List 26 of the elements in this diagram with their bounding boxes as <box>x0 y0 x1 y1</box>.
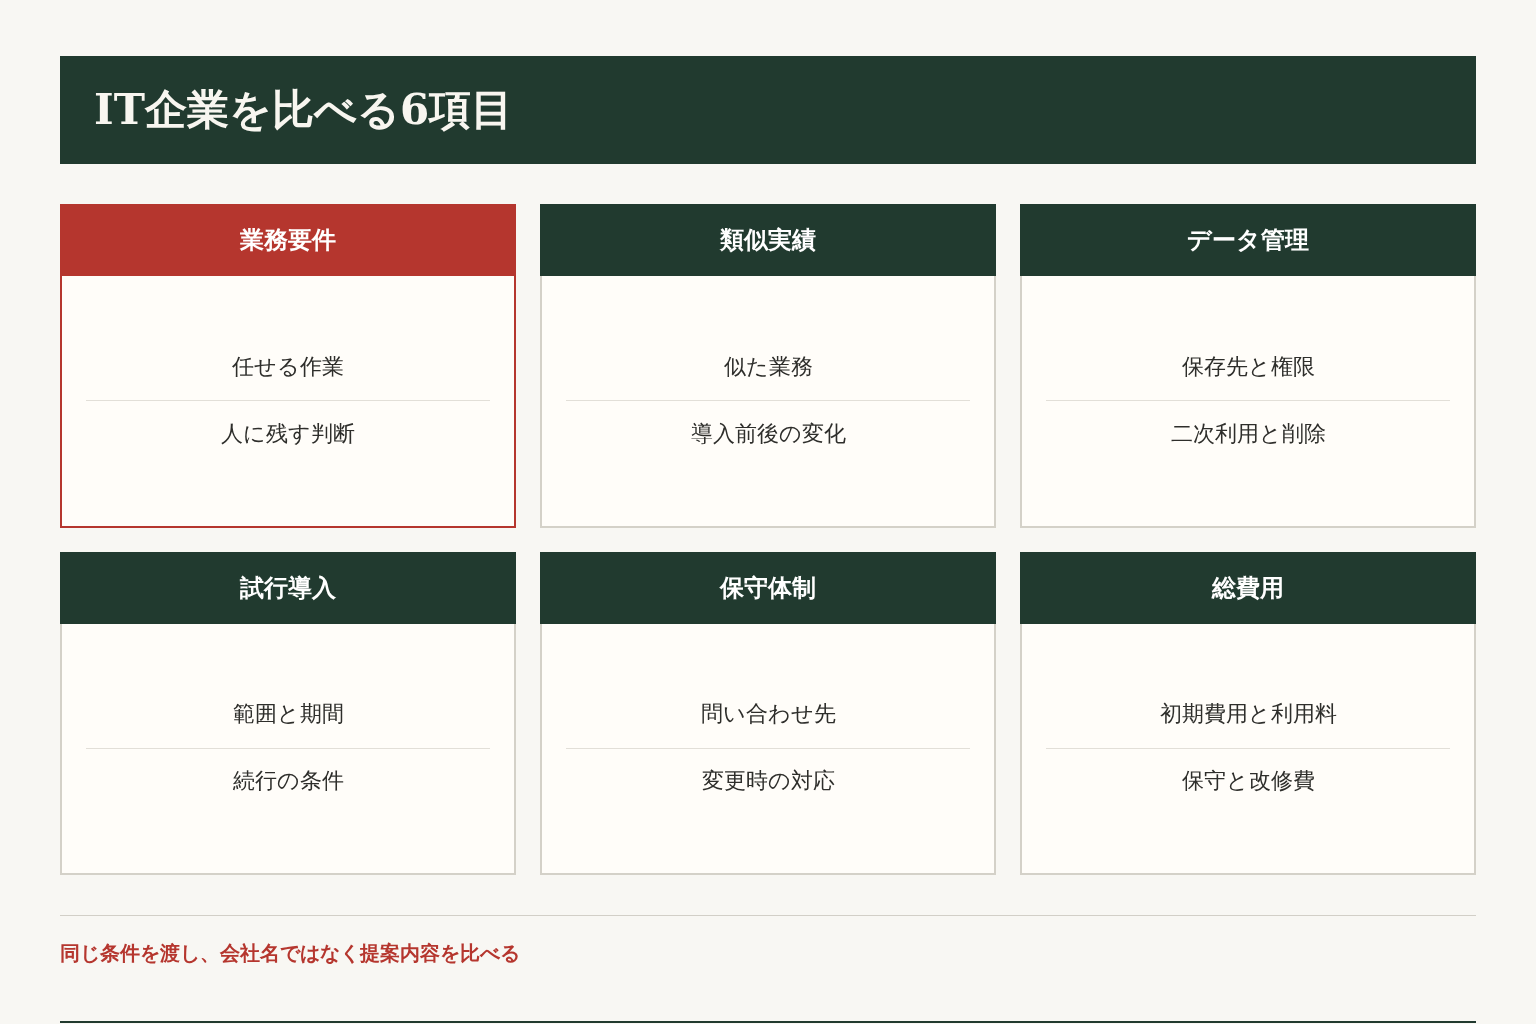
criterion-text: 変更時の対応 <box>700 767 836 795</box>
category-card <box>1020 552 1476 875</box>
criterion-text: 似た業務 <box>722 352 814 381</box>
caption-text: 同じ条件を渡し、会社名ではなく提案内容を比べる <box>60 940 520 967</box>
criterion-text: 保守と改修費 <box>1180 767 1316 795</box>
category-heading: 試行導入 <box>60 552 516 624</box>
criterion-text: 二次利用と削除 <box>1169 419 1327 448</box>
category-card <box>540 552 996 875</box>
category-heading: データ管理 <box>1020 204 1476 276</box>
category-card <box>60 204 516 528</box>
criterion-text: 続行の条件 <box>231 767 345 795</box>
category-heading: 保守体制 <box>540 552 996 624</box>
criterion-text: 保存先と権限 <box>1180 352 1316 381</box>
criterion-text: 導入前後の変化 <box>689 419 847 448</box>
category-card <box>60 552 516 875</box>
criterion-text: 問い合わせ先 <box>699 700 837 728</box>
criterion-text: 範囲と期間 <box>231 700 345 728</box>
category-heading: 業務要件 <box>60 204 516 276</box>
title-banner: IT企業を比べる6項目 <box>60 56 1476 164</box>
category-heading: 類似実績 <box>540 204 996 276</box>
category-card <box>540 204 996 528</box>
criterion-text: 人に残す判断 <box>220 419 356 448</box>
criterion-text: 初期費用と利用料 <box>1158 700 1338 728</box>
category-card <box>1020 204 1476 528</box>
criterion-text: 任せる作業 <box>231 352 345 381</box>
category-heading: 総費用 <box>1020 552 1476 624</box>
